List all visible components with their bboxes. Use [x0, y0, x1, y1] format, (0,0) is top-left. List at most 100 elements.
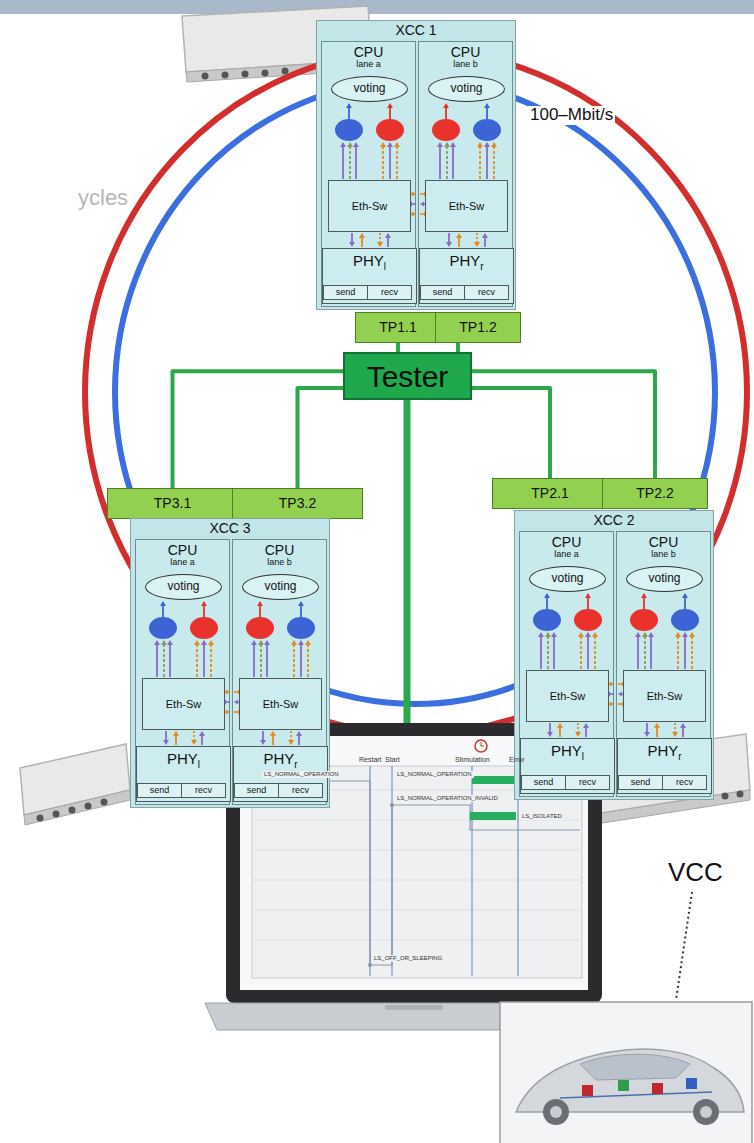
cpu-lane-name: CPU [233, 543, 326, 558]
port-label: recv [663, 778, 706, 788]
vehicle-label: VCC [668, 858, 723, 887]
phy-box: PHYlsendrecv [322, 248, 417, 304]
port-box: send [234, 783, 279, 798]
phy-label: l [198, 759, 200, 770]
state-name: LS_NORMAL_OPERATION_INVALID [395, 795, 500, 802]
ethernet-switch-box: Eth-Sw [526, 670, 609, 722]
device-photo [20, 744, 130, 825]
test-point-box: TP3.2 [232, 488, 363, 519]
text-holder: TP1.1 [356, 320, 440, 335]
port-box: send [420, 285, 465, 300]
port-label: send [522, 778, 565, 788]
text-holder: recv [566, 778, 609, 788]
voting-ellipse: voting [145, 574, 222, 600]
switch-label: Eth-Sw [624, 690, 705, 702]
switch-label: Eth-Sw [426, 200, 507, 212]
text-holder: Eth-Sw [240, 698, 321, 710]
cpu-lane-name: lane b [233, 558, 326, 568]
controller-name: XCC 2 [515, 513, 713, 528]
test-point-label: TP2.1 [493, 486, 607, 501]
cpu-lane-name: lane a [322, 60, 415, 70]
text-holder: send [619, 778, 662, 788]
text-holder: TP2.2 [603, 486, 707, 501]
switch-label: Eth-Sw [329, 200, 410, 212]
state-name: LS_OFF_OR_SLEEPING [372, 955, 444, 962]
tester-box: Tester [343, 352, 472, 400]
text-holder: PHYl [137, 750, 230, 770]
test-point-box: TP2.1 [492, 478, 608, 509]
text-holder: CPUlane a [520, 535, 613, 560]
test-access-line [173, 371, 344, 488]
voting-label: voting [627, 572, 702, 585]
port-label: recv [279, 786, 322, 796]
phy-label: PHY [167, 750, 198, 767]
controller-name: XCC 3 [131, 521, 329, 536]
port-label: send [619, 778, 662, 788]
vehicle-illustration [500, 1002, 752, 1143]
text-holder: CPUlane a [322, 45, 415, 70]
phy-label: PHY [449, 252, 480, 269]
text-holder: XCC 2 [515, 513, 713, 528]
voting-label: voting [332, 82, 407, 95]
text-holder: recv [182, 786, 225, 796]
test-access-line [398, 343, 399, 352]
text-holder: Eth-Sw [143, 698, 224, 710]
phy-label: r [480, 261, 483, 272]
text-holder: TP3.1 [108, 496, 237, 511]
cpu-lane-box: CPUlane b votingEth-SwPHYr sendrecv [232, 539, 327, 805]
text-holder: send [522, 778, 565, 788]
cpu-lane-name: CPU [322, 45, 415, 60]
phy-box: PHYrsendrecv [617, 738, 712, 794]
port-label: recv [182, 786, 225, 796]
text-holder: TP3.2 [233, 496, 362, 511]
voting-ellipse: voting [242, 574, 319, 600]
timeline-event: Error [509, 756, 525, 764]
phy-box: PHYlsendrecv [136, 746, 231, 802]
phy-label: l [582, 751, 584, 762]
slide-text-fragment: ycles [78, 186, 128, 210]
text-holder: voting [332, 82, 407, 95]
test-point-box: TP1.1 [355, 312, 441, 343]
port-box: send [323, 285, 368, 300]
text-holder: Eth-Sw [624, 690, 705, 702]
voting-label: voting [530, 572, 605, 585]
text-holder: voting [243, 580, 318, 593]
cpu-lane-box: CPUlane avotingEth-SwPHYlsendrecv [321, 41, 416, 307]
test-point-label: TP2.2 [603, 486, 707, 501]
controller-box: XCC 3CPUlane avotingEth-SwPHYlsendrecvCP… [130, 518, 330, 808]
text-holder: voting [146, 580, 221, 593]
vcc-leader [676, 892, 692, 1000]
tester-label: Tester [345, 360, 470, 393]
voting-label: voting [429, 82, 504, 95]
test-point-label: TP3.1 [108, 496, 237, 511]
timeline-event: Start [385, 756, 400, 764]
voting-ellipse: voting [626, 566, 703, 592]
port-box: recv [662, 775, 707, 790]
port-box: send [521, 775, 566, 790]
test-point-label: TP1.1 [356, 320, 440, 335]
cpu-lane-name: CPU [520, 535, 613, 550]
text-holder: send [421, 288, 464, 298]
voting-label: voting [146, 580, 221, 593]
cpu-lane-name: lane b [617, 550, 710, 560]
ethernet-switch-box: Eth-Sw [425, 180, 508, 232]
cpu-lane-name: CPU [617, 535, 710, 550]
ethernet-switch-box: Eth-Sw [239, 678, 322, 730]
phy-label: PHY [551, 742, 582, 759]
controller-box: XCC 1CPUlane avotingEth-SwPHYlsendrecvCP… [316, 20, 516, 310]
text-holder: Eth-Sw [527, 690, 608, 702]
text-holder: XCC 3 [131, 521, 329, 536]
text-holder: TP1.2 [436, 320, 520, 335]
controller-name: XCC 1 [317, 23, 515, 38]
port-box: recv [181, 783, 226, 798]
phy-label: r [294, 759, 297, 770]
text-holder: PHYl [323, 252, 416, 272]
cpu-lane-name: CPU [136, 543, 229, 558]
text-holder: voting [530, 572, 605, 585]
text-holder: recv [279, 786, 322, 796]
text-holder: CPUlane b [233, 543, 326, 568]
port-box: recv [565, 775, 610, 790]
text-holder: PHYl [521, 742, 614, 762]
phy-label: PHY [263, 750, 294, 767]
text-holder: Eth-Sw [426, 200, 507, 212]
